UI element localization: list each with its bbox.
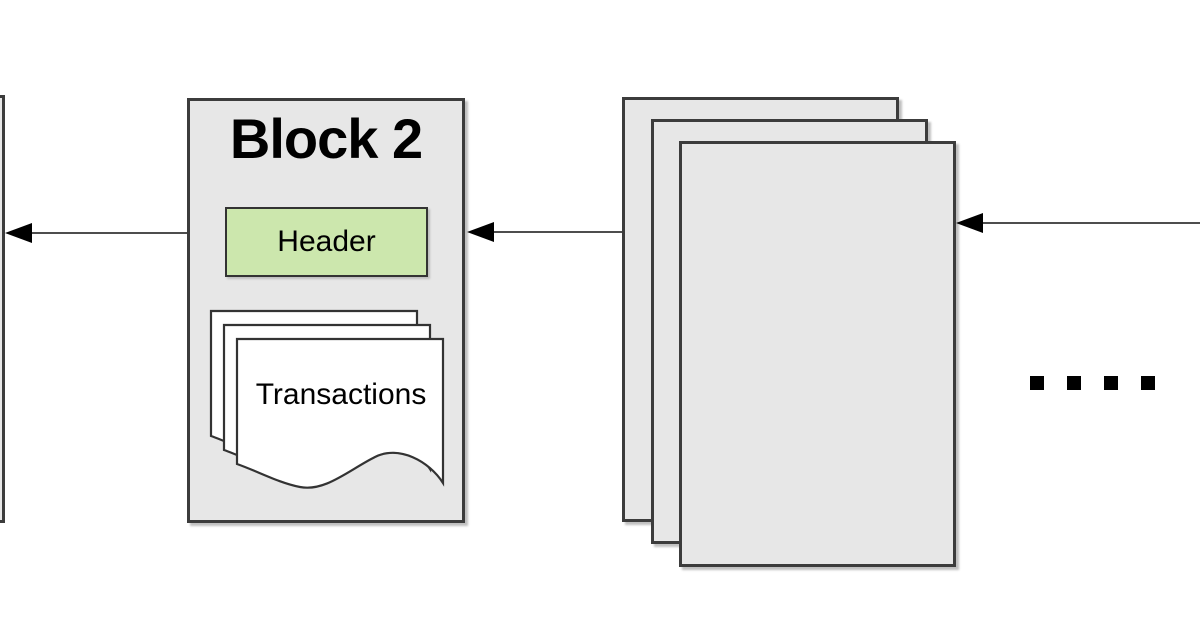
ellipsis-dot xyxy=(1067,376,1081,390)
next-blocks-page-front xyxy=(679,141,956,567)
ellipsis-dot xyxy=(1104,376,1118,390)
ellipsis-dot xyxy=(1141,376,1155,390)
arrow-middle-line xyxy=(490,231,622,233)
ellipsis-dot xyxy=(1030,376,1044,390)
document-page-front-icon xyxy=(235,337,445,489)
previous-block-partial xyxy=(0,95,5,523)
block-title: Block 2 xyxy=(229,107,423,170)
left-arrowhead-icon xyxy=(5,223,32,243)
arrow-right-line xyxy=(979,222,1200,224)
arrow-left-line xyxy=(28,232,188,234)
transactions-label: Transactions xyxy=(255,378,427,411)
transactions-doc-stack-icon xyxy=(209,309,445,489)
middle-arrowhead-icon xyxy=(467,222,494,242)
block-header-label: Header xyxy=(277,225,376,258)
block-header-box: Header xyxy=(225,207,428,277)
right-arrowhead-icon xyxy=(956,213,983,233)
ellipsis-dots xyxy=(1030,376,1155,390)
